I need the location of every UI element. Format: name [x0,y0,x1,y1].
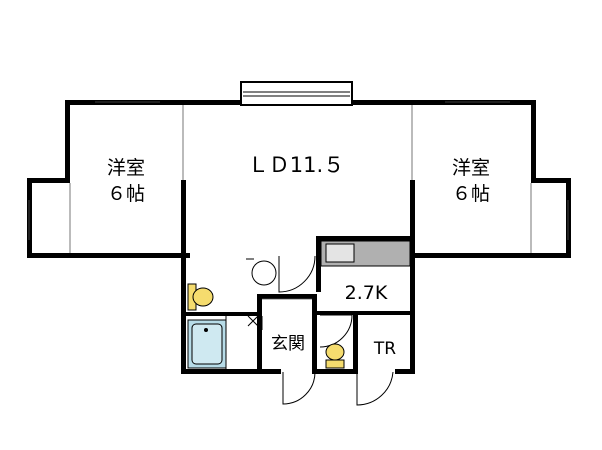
room-western-left: 洋室 ６帖 [107,157,145,205]
room-trunk-room: TR [373,339,396,359]
room-kitchen: 2.7K [345,282,388,304]
toilet-icon [187,283,214,311]
room-name-western-left: 洋室 [107,157,145,179]
washbasin-icon [325,343,345,369]
room-label-kitchen: 2.7K [345,282,388,304]
ld-bay-window [240,81,353,106]
outer-walls [27,100,571,374]
room-name-western-right: 洋室 [452,157,490,179]
interior-partitions [69,105,532,300]
room-label-tr: TR [373,339,396,359]
room-western-right: 洋室 ６帖 [452,157,490,205]
washer-icon [246,258,277,286]
doors [247,255,394,406]
room-size-western-right: ６帖 [452,183,490,205]
bathtub-icon [187,316,227,369]
room-label-ld: ＬＤ11.５ [248,153,344,177]
window-lines [28,101,569,240]
room-entrance: 玄関 [271,334,305,354]
kitchen-sink-icon [320,240,411,267]
room-label-entrance: 玄関 [271,334,305,354]
room-ld: ＬＤ11.５ [248,153,344,177]
room-size-western-left: ６帖 [107,183,145,205]
